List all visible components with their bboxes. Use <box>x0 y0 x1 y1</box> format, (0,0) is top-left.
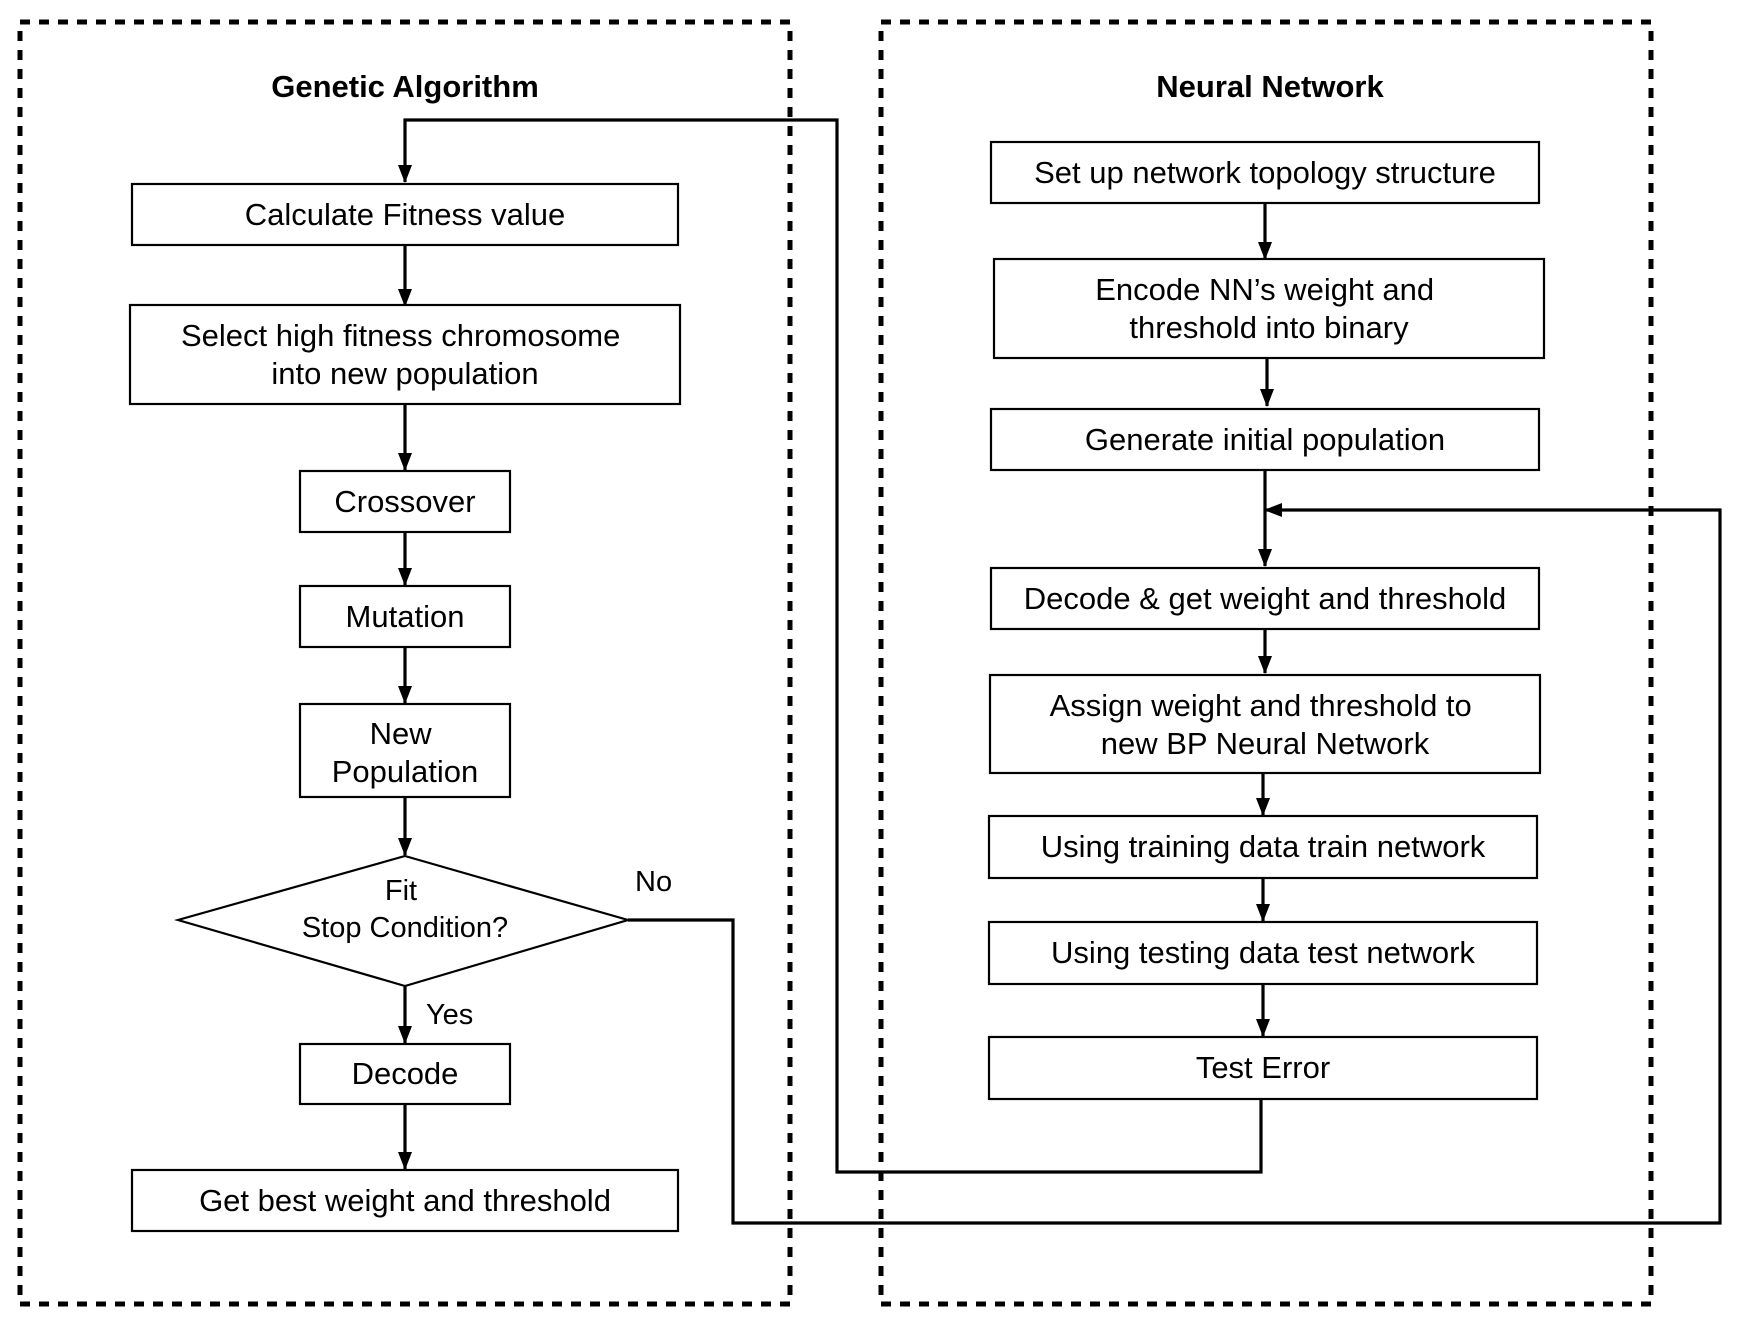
yes-label: Yes <box>426 999 473 1031</box>
nn-step-init-population: Generate initial population <box>989 407 1541 472</box>
ga-step-best: Get best weight and threshold <box>130 1168 680 1233</box>
ga-step-new-population: New Population <box>298 702 512 799</box>
svg-text:Using testing data test networ: Using testing data test network <box>1051 935 1475 970</box>
nn-step-topology-line: Set up network topology structure <box>1034 155 1496 190</box>
ga-decision-stop: Fit Stop Condition? <box>174 854 632 988</box>
nn-step-decode-weights-line: Decode & get weight and threshold <box>1024 581 1507 616</box>
svg-text:Using training data train netw: Using training data train network <box>1041 829 1486 864</box>
svg-text:Decode: Decode <box>352 1056 459 1091</box>
svg-text:Assign weight and threshold to: Assign weight and threshold to new BP Ne… <box>1050 688 1481 761</box>
nn-step-encode: Encode NN’s weight and threshold into bi… <box>992 257 1546 360</box>
nn-step-assign-line-1: Assign weight and threshold to <box>1050 688 1472 723</box>
nn-step-train: Using training data train network <box>987 814 1539 880</box>
svg-text:Calculate Fitness value: Calculate Fitness value <box>245 197 566 232</box>
no-label: No <box>635 866 672 898</box>
ga-decision-line-2: Stop Condition? <box>302 912 508 944</box>
ga-step-best-line: Get best weight and threshold <box>199 1183 611 1218</box>
nn-step-encode-line-1: Encode NN’s weight and <box>1095 272 1434 307</box>
nn-step-assign-line-2: new BP Neural Network <box>1101 726 1430 761</box>
nn-step-test: Using testing data test network <box>987 920 1539 986</box>
nn-panel <box>878 19 1654 1307</box>
ga-step-mutation-line: Mutation <box>346 599 465 634</box>
loop-no-to-decode-weights <box>628 503 1722 1225</box>
nn-title: Neural Network <box>1156 69 1384 104</box>
nn-step-init-population-line: Generate initial population <box>1085 422 1445 457</box>
ga-step-mutation: Mutation <box>298 584 512 649</box>
ga-step-new-population-line-1: New <box>370 716 433 751</box>
ga-step-select-line-1: Select high fitness chromosome <box>181 318 620 353</box>
svg-text:Encode NN’s weight and t: Encode NN’s weight and threshold into bi… <box>1095 272 1443 345</box>
svg-text:Generate initial population: Generate initial population <box>1085 422 1445 457</box>
nn-step-test-line: Using testing data test network <box>1051 935 1475 970</box>
svg-text:Fit Stop Condition?: Fit Stop Condition? <box>302 875 508 944</box>
ga-step-crossover: Crossover <box>298 469 512 534</box>
ga-step-new-population-line-2: Population <box>332 754 479 789</box>
nn-step-assign: Assign weight and threshold to new BP Ne… <box>988 673 1542 775</box>
ga-title: Genetic Algorithm <box>271 69 539 104</box>
ga-step-fitness-line: Calculate Fitness value <box>245 197 566 232</box>
svg-text:Set up network topology struct: Set up network topology structure <box>1034 155 1496 190</box>
ga-step-crossover-line: Crossover <box>334 484 475 519</box>
nn-step-error-line: Test Error <box>1196 1050 1330 1085</box>
ga-decision-line-1: Fit <box>385 875 417 907</box>
ga-step-fitness: Calculate Fitness value <box>130 182 680 247</box>
ga-step-decode: Decode <box>298 1042 512 1106</box>
nn-step-topology: Set up network topology structure <box>989 140 1541 205</box>
nn-step-decode-weights: Decode & get weight and threshold <box>989 566 1541 631</box>
svg-text:Mutation: Mutation <box>346 599 465 634</box>
svg-text:Test Error: Test Error <box>1196 1050 1330 1085</box>
svg-text:Decode & get weight and thresh: Decode & get weight and threshold <box>1024 581 1507 616</box>
svg-text:Select high fitness chromosome: Select high fitness chromosome into new … <box>181 318 629 391</box>
nn-step-train-line: Using training data train network <box>1041 829 1486 864</box>
ga-step-select: Select high fitness chromosome into new … <box>128 303 682 406</box>
nn-step-error: Test Error <box>987 1035 1539 1101</box>
svg-text:New Population: New Population <box>332 716 479 789</box>
svg-text:Crossover: Crossover <box>334 484 475 519</box>
ga-step-decode-line: Decode <box>352 1056 459 1091</box>
svg-text:Get best weight and threshold: Get best weight and threshold <box>199 1183 611 1218</box>
ga-step-select-line-2: into new population <box>271 356 538 391</box>
ga-panel <box>17 19 793 1307</box>
nn-step-encode-line-2: threshold into binary <box>1129 310 1409 345</box>
loop-error-to-fitness <box>398 118 1263 1174</box>
